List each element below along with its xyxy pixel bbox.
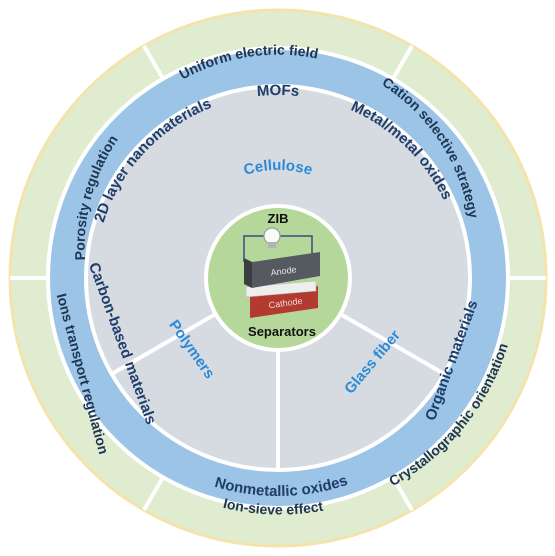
ring-divider	[110, 312, 217, 376]
battery-icon: Anode Cathode	[243, 227, 320, 318]
ring-divider	[339, 312, 446, 376]
anode-label: Anode	[270, 264, 297, 278]
ring-divider	[390, 44, 414, 82]
middle-label-mofs: MOFs	[256, 82, 300, 100]
ring-divider	[390, 474, 414, 512]
center-title: ZIB	[268, 211, 289, 226]
anode-plate	[252, 252, 320, 288]
cathode-label: Cathode	[268, 296, 303, 311]
ring-divider	[142, 44, 166, 82]
ring-divider	[142, 474, 166, 512]
center-subtitle: Separators	[248, 324, 316, 339]
